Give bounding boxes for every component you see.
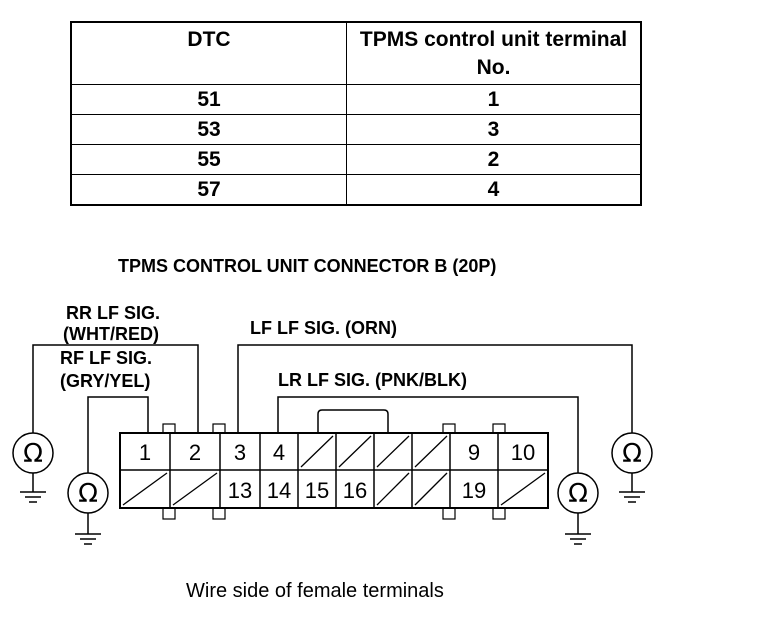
cell-terminal: 2 xyxy=(346,144,642,175)
connector-body xyxy=(119,409,549,520)
connector-tab xyxy=(492,507,506,520)
empty-cell-slashes xyxy=(122,435,546,506)
pin-number: 1 xyxy=(139,440,151,465)
ohmmeter-lf xyxy=(611,432,653,503)
ohmmeter-rf xyxy=(67,472,109,545)
wire-lf xyxy=(237,344,633,433)
ohm-icon: Ω xyxy=(78,479,98,509)
connector-latch xyxy=(317,409,389,433)
ohm-symbols: Ω Ω Ω Ω xyxy=(23,439,642,509)
rr-label-line1: RR LF SIG. xyxy=(66,303,160,323)
empty-cavity-slash xyxy=(414,472,448,506)
connector-tab xyxy=(162,423,176,434)
wire-lr xyxy=(277,396,579,473)
dtc-terminal-table: DTC TPMS control unit terminal No. 51 1 … xyxy=(70,21,642,206)
ohmmeter-lr xyxy=(557,472,599,545)
pin-number: 10 xyxy=(511,440,535,465)
ohm-icon: Ω xyxy=(622,439,642,469)
cell-dtc: 57 xyxy=(70,174,347,206)
ohm-icon: Ω xyxy=(23,439,43,469)
lr-label: LR LF SIG. (PNK/BLK) xyxy=(278,370,467,390)
cell-dividers xyxy=(169,433,499,508)
rr-label-line2: (WHT/RED) xyxy=(63,324,159,344)
rf-label-line2: (GRY/YEL) xyxy=(60,371,150,391)
wire-rf xyxy=(87,396,149,473)
empty-cavity-slash xyxy=(172,472,218,506)
connector-title: TPMS CONTROL UNIT CONNECTOR B (20P) xyxy=(118,256,496,276)
connector-tab xyxy=(492,423,506,434)
wire-rr xyxy=(32,344,199,433)
pin-number: 16 xyxy=(343,478,367,503)
pin-number: 4 xyxy=(273,440,285,465)
empty-cavity-slash xyxy=(414,435,448,468)
table-row: 57 4 xyxy=(70,174,642,206)
cell-dtc: 51 xyxy=(70,84,347,115)
pin-number: 14 xyxy=(267,478,291,503)
header-terminal: TPMS control unit terminal No. xyxy=(346,21,642,85)
ohm-icon: Ω xyxy=(568,479,588,509)
connector-tab xyxy=(162,507,176,520)
table-row: 55 2 xyxy=(70,144,642,175)
meters xyxy=(12,432,653,545)
table-row: 53 3 xyxy=(70,114,642,145)
pin-number: 2 xyxy=(189,440,201,465)
pin-number: 3 xyxy=(234,440,246,465)
pin-number: 9 xyxy=(468,440,480,465)
pin-number: 19 xyxy=(462,478,486,503)
lf-label: LF LF SIG. (ORN) xyxy=(250,318,397,338)
empty-cavity-slash xyxy=(376,472,410,506)
connector-outline xyxy=(119,432,549,509)
connector-caption: Wire side of female terminals xyxy=(186,580,444,602)
cell-dtc: 55 xyxy=(70,144,347,175)
table-header-row: DTC TPMS control unit terminal No. xyxy=(70,21,642,85)
empty-cavity-slash xyxy=(500,472,546,506)
cell-terminal: 4 xyxy=(346,174,642,206)
connector-tab xyxy=(442,507,456,520)
empty-cavity-slash xyxy=(122,472,168,506)
pin-number: 15 xyxy=(305,478,329,503)
rf-label-line1: RF LF SIG. xyxy=(60,348,152,368)
ohmmeter-rr xyxy=(12,432,54,503)
connector-tab xyxy=(442,423,456,434)
pin-labels: 1 2 3 4 9 10 13 14 15 16 19 xyxy=(139,440,535,503)
connector-tab xyxy=(212,507,226,520)
pin-number: 13 xyxy=(228,478,252,503)
connector-tab xyxy=(212,423,226,434)
empty-cavity-slash xyxy=(338,435,372,468)
wires xyxy=(32,344,633,473)
empty-cavity-slash xyxy=(376,435,410,468)
empty-cavity-slash xyxy=(300,435,334,468)
